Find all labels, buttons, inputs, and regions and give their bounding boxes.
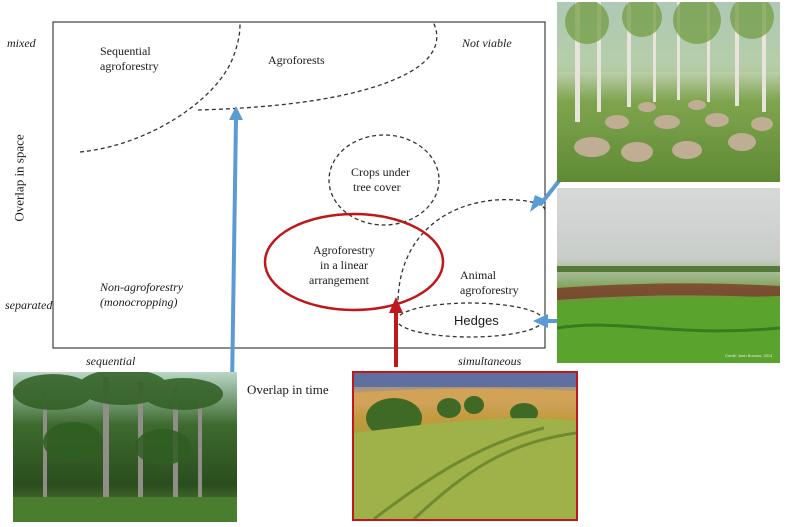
animal-label-2: agroforestry [460, 283, 519, 297]
palm-forest-photo [13, 372, 237, 522]
agroforests-label: Agroforests [268, 53, 325, 67]
sequential-label-2: agroforestry [100, 59, 159, 73]
x-axis-left-label: sequential [86, 354, 136, 368]
wheat-photo-art [354, 373, 576, 519]
sheep-photo-art [557, 2, 780, 162]
crops-under-tree-cover-ellipse [328, 134, 440, 226]
plot-frame [52, 21, 546, 349]
non-agroforestry-label-2: (monocropping) [100, 295, 178, 309]
linear-arrangement-ellipse [263, 212, 445, 312]
sequential-boundary [79, 21, 241, 153]
blue-arrowhead-sheep [530, 195, 546, 212]
palm-photo-art [13, 372, 237, 522]
crops-label-1: Crops under [351, 165, 410, 179]
animal-label-1: Animal [460, 268, 496, 282]
blue-arrow-palms [230, 117, 238, 389]
hedges-label: Hedges [454, 313, 499, 328]
sheep-under-trees-photo [557, 2, 780, 182]
y-axis-bottom-label: separated [5, 298, 53, 312]
linear-label-1: Agroforestry [313, 243, 375, 257]
red-arrowhead-wheat [389, 297, 403, 313]
x-axis-title: Overlap in time [247, 382, 329, 397]
non-agroforestry-label-1: Non-agroforestry [100, 280, 184, 294]
wheat-field-tree-rows-photo [352, 371, 578, 521]
y-axis-top-label: mixed [7, 36, 36, 50]
blue-arrowhead-palms [229, 106, 243, 120]
linear-label-3: arrangement [309, 273, 369, 287]
sequential-label-1: Sequential [100, 44, 151, 58]
hedgerow-photo-art [557, 266, 780, 363]
hedgerow-field-photo: Credit: Jonh Bocono, 2014 [557, 188, 780, 363]
blue-arrowhead-hedgerow [533, 314, 548, 328]
crops-label-2: tree cover [353, 180, 401, 194]
y-axis-title: Overlap in space [11, 134, 27, 222]
agroforests-boundary [197, 21, 438, 111]
x-axis-right-label: simultaneous [458, 354, 522, 368]
linear-label-2: in a linear [320, 258, 368, 272]
not-viable-label: Not viable [462, 36, 512, 50]
hedgerow-credit: Credit: Jonh Bocono, 2014 [725, 353, 773, 358]
